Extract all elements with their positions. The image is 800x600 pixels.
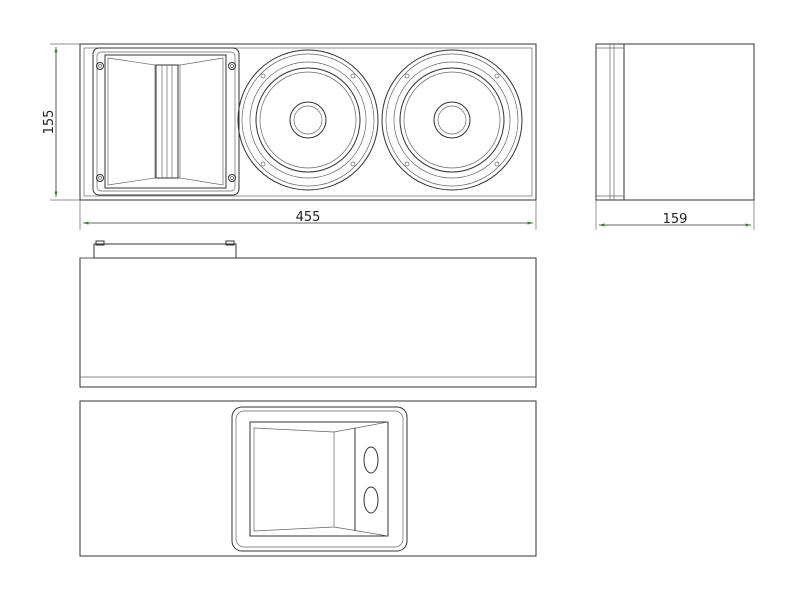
height-dimension: 155 <box>42 43 80 201</box>
height-label: 155 <box>42 110 57 135</box>
woofer-right <box>381 49 523 191</box>
rear-connector-panel <box>231 406 408 552</box>
horn-waveguide <box>92 47 240 196</box>
depth-label: 159 <box>663 212 688 227</box>
rear-view <box>79 400 537 557</box>
depth-dimension: 159 <box>595 200 755 230</box>
width-label: 455 <box>296 210 321 225</box>
woofer-left <box>237 49 379 191</box>
side-view: 159 <box>595 43 755 230</box>
top-view <box>79 240 537 388</box>
width-dimension: 455 <box>79 200 537 230</box>
front-view: 155 455 <box>42 43 537 230</box>
